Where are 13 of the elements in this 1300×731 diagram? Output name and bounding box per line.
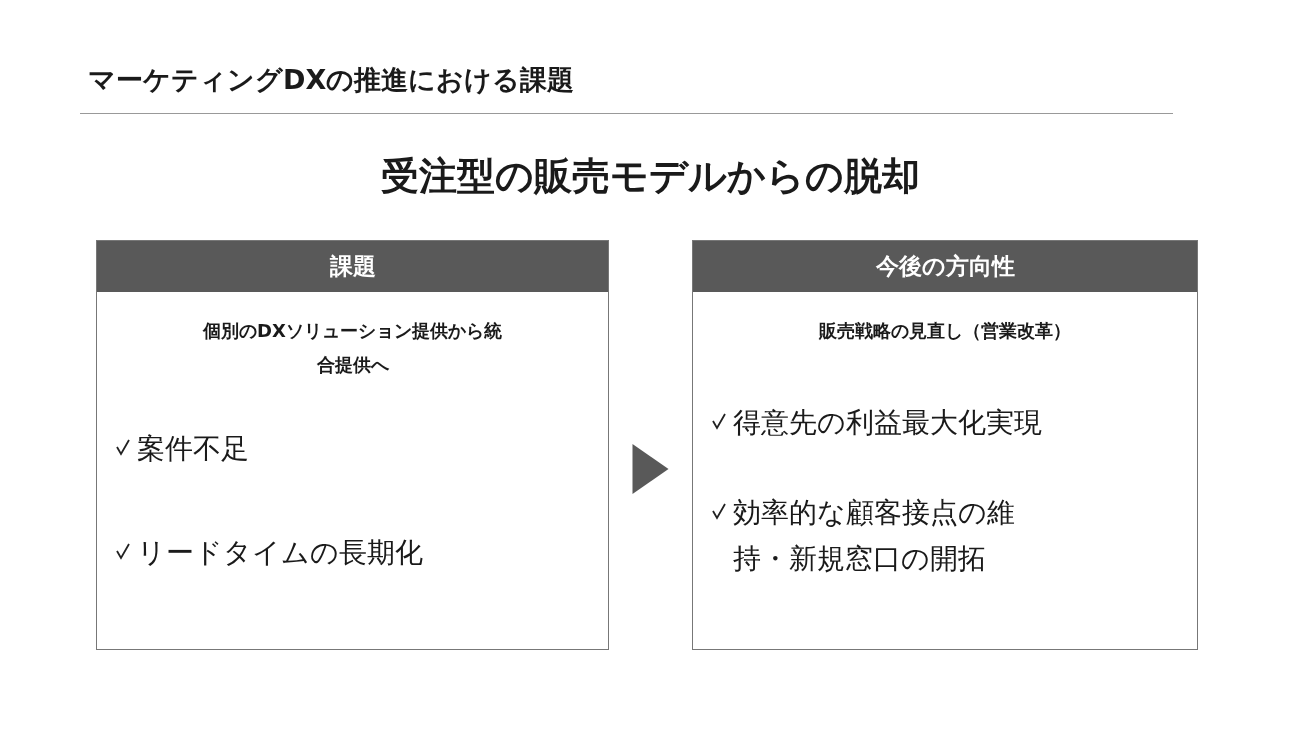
panel-subheading: 販売戦略の見直し（営業改革） — [818, 319, 1072, 343]
bullet-text: リードタイムの長期化 — [137, 535, 423, 571]
bullet-text: 得意先の利益最大化実現 — [733, 405, 1042, 441]
panel-header: 今後の方向性 — [693, 241, 1197, 292]
arrow — [632, 444, 669, 494]
bullet-text: 効率的な顧客接点の維持・新規窓口の開拓 — [733, 495, 1016, 577]
heading: 受注型の販売モデルからの脱却 — [379, 153, 921, 200]
panel-subheading: 個別のDXソリューション提供から統合提供へ — [202, 319, 503, 377]
page-title: マーケティングDXの推進における課題 — [88, 63, 575, 97]
panel-box — [692, 240, 1198, 650]
panel-box — [96, 240, 609, 650]
panel-header: 課題 — [97, 241, 608, 292]
bullet-text: 案件不足 — [137, 431, 249, 467]
